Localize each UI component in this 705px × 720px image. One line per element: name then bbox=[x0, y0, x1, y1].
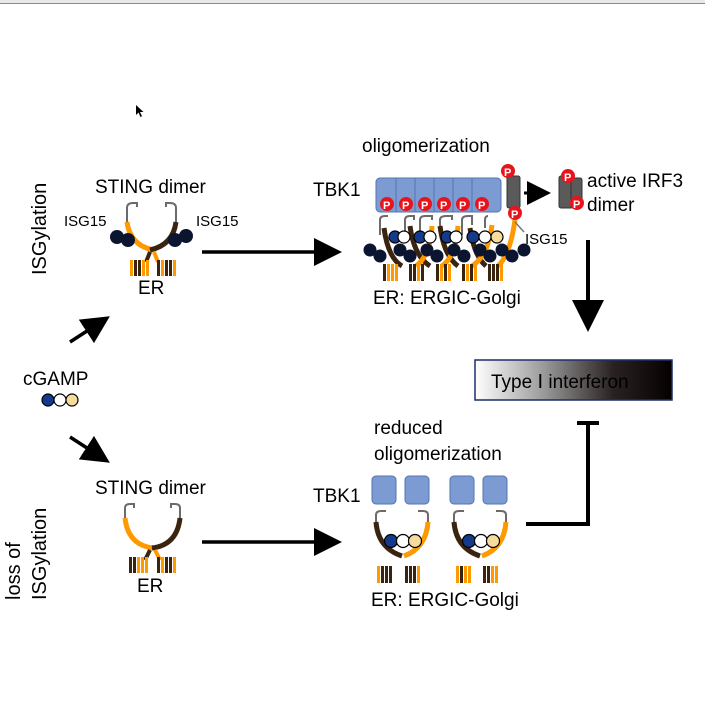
oligomerization-label: oligomerization bbox=[362, 136, 490, 157]
sting-dimer-top-label: STING dimer bbox=[95, 177, 207, 198]
er-golgi-label-top: ER: ERGIC-Golgi bbox=[373, 288, 521, 309]
isg15-label-left: ISG15 bbox=[64, 213, 107, 230]
sting-dimer-bottom: STING dimer ER bbox=[95, 478, 207, 597]
interferon-label: Type Ⅰ interferon bbox=[491, 372, 629, 393]
sting-dimer-top: STING dimer ISG15 ISG15 ER bbox=[64, 177, 239, 299]
er-golgi-label-bottom: ER: ERGIC-Golgi bbox=[371, 590, 519, 611]
row-label-loss-of: loss of bbox=[3, 542, 25, 600]
tbk1-label-bottom: TBK1 bbox=[313, 486, 361, 507]
row-label-loss-isgylation: ISGylation bbox=[29, 508, 51, 600]
membrane-bars-top bbox=[130, 260, 176, 276]
row-label-isgylation: ISGylation bbox=[29, 183, 51, 275]
er-label-bottom: ER bbox=[137, 576, 163, 597]
membrane-bars-oligomer bbox=[383, 264, 503, 281]
reduced-label-line2: oligomerization bbox=[374, 444, 502, 465]
membrane-bars-bottom bbox=[129, 557, 176, 573]
phospho-label: P bbox=[478, 200, 485, 212]
arrow-cgamp-to-isgylation bbox=[69, 316, 110, 344]
arrow-cgamp-to-loss bbox=[69, 435, 110, 463]
phospho-label: P bbox=[564, 172, 571, 184]
inhibition-bracket bbox=[526, 421, 599, 526]
phospho-label: P bbox=[504, 167, 511, 179]
isg15-oligomer-balls bbox=[363, 243, 531, 263]
er-label-top: ER bbox=[138, 278, 164, 299]
membrane-bars-reduced bbox=[377, 566, 498, 583]
window-top-border bbox=[0, 0, 705, 4]
cgamp-molecule bbox=[41, 393, 79, 407]
reduced-label-line1: reduced bbox=[374, 418, 443, 439]
phospho-label: P bbox=[402, 200, 409, 212]
tbk1-phospho-group: P P P P P P bbox=[380, 197, 489, 212]
cgamp-bound-reduced bbox=[383, 533, 501, 549]
isg15-label-oligomer: ISG15 bbox=[525, 231, 568, 248]
sting-oligomer-top: oligomerization TBK1 P P P P P P bbox=[313, 136, 568, 309]
irf3-active-dimer: P P bbox=[558, 169, 584, 211]
irf3-label-line1: active IRF3 bbox=[587, 171, 683, 192]
phospho-label: P bbox=[383, 200, 390, 212]
mouse-pointer-icon bbox=[136, 105, 144, 117]
sting-reduced-oligomer: reduced oligomerization TBK1 bbox=[313, 418, 519, 611]
phospho-label: P bbox=[511, 209, 518, 221]
isg15-label-right: ISG15 bbox=[196, 213, 239, 230]
phospho-label: P bbox=[421, 200, 428, 212]
phospho-label: P bbox=[440, 200, 447, 212]
irf3-monomer: P P bbox=[501, 164, 522, 221]
phospho-label: P bbox=[573, 199, 580, 211]
cgamp-label: cGAMP bbox=[23, 369, 88, 390]
phospho-label: P bbox=[459, 200, 466, 212]
tbk1-monomers bbox=[371, 475, 508, 505]
type-i-interferon-box: Type Ⅰ interferon bbox=[474, 359, 673, 401]
tbk1-label-top: TBK1 bbox=[313, 180, 361, 201]
cgamp-bound-oligomer bbox=[388, 230, 504, 244]
irf3-label-line2: dimer bbox=[587, 195, 635, 216]
sting-dimer-bottom-label: STING dimer bbox=[95, 478, 207, 499]
